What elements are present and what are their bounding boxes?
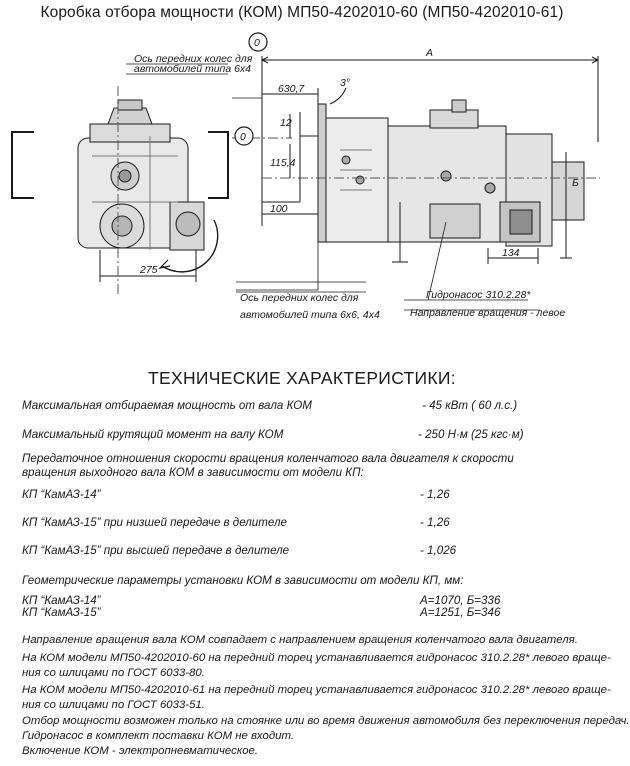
spec-torque-value: - 250 Н·м (25 кгс·м) <box>418 428 524 441</box>
spec-ratio-intro: Передаточное отношения скорости вращения… <box>22 452 514 479</box>
spec-kp15-low-value: - 1,26 <box>420 516 450 529</box>
note-line: ния со шлицами по ГОСТ 6033-80. <box>22 667 205 679</box>
zero-mark-top: 0 <box>254 37 260 49</box>
dim-b: Б <box>572 177 579 189</box>
spec-geom-kp15-label: КП “КамАЗ-15” <box>22 606 101 619</box>
note-line: Гидронасос в комплект поставки КОМ не вх… <box>22 730 294 742</box>
note-line: Включение КОМ - электропневматическое. <box>22 745 259 757</box>
axis-front-6x4-label-2: автомобилей типа 6х4 <box>134 63 251 75</box>
spec-geom-kp15-value: А=1251, Б=346 <box>420 606 501 619</box>
note-line: Направление вращения вала КОМ совпадает … <box>22 634 578 646</box>
dim-275: 275 <box>139 264 158 276</box>
spec-power-label: Максимальная отбираемая мощность от вала… <box>22 399 312 412</box>
drawing-svg: Ось передних колес для автомобилей типа … <box>11 32 600 321</box>
dim-115-4: 115,4 <box>270 157 296 169</box>
spec-kp15-high-value: - 1,026 <box>420 544 457 557</box>
spec-geom-kp14-label: КП “КамАЗ-14” <box>22 594 101 607</box>
axis-front-6x6-label-1: Ось передних колес для <box>240 292 359 304</box>
dim-a: А <box>425 47 433 59</box>
spec-kp14-label: КП “КамАЗ-14” <box>22 488 101 501</box>
note-line: ния со шлицами по ГОСТ 6033-51. <box>22 699 205 711</box>
dim-3-degrees: 3° <box>340 77 350 89</box>
axis-front-6x4-label-1: Ось передних колес для <box>134 53 253 65</box>
note-line: Отбор мощности возможен только на стоянк… <box>22 715 630 727</box>
pump-label: Гидронасос 310.2.28* <box>426 289 531 301</box>
spec-geom-intro: Геометрические параметры установки КОМ в… <box>22 574 464 587</box>
page-title: Коробка отбора мощности (КОМ) МП50-42020… <box>40 4 564 21</box>
technical-drawing: Ось передних колес для автомобилей типа … <box>0 26 604 344</box>
axis-front-6x6-label-2: автомобилей типа 6х6, 4х4 <box>240 309 380 321</box>
spec-power-value: - 45 кВт ( 60 л.с.) <box>422 399 518 412</box>
spec-kp14-value: - 1,26 <box>420 488 450 501</box>
dim-630-7: 630,7 <box>278 83 305 95</box>
spec-geom-kp14-value: А=1070, Б=336 <box>420 594 501 607</box>
dim-134: 134 <box>502 247 520 259</box>
rotation-label: Направление вращения - левое <box>410 307 565 319</box>
spec-torque-label: Максимальный крутящий момент на валу КОМ <box>22 428 284 441</box>
zero-mark-side: 0 <box>240 131 246 143</box>
note-line: На КОМ модели МП50-4202010-60 на передни… <box>22 652 611 664</box>
specs-heading: ТЕХНИЧЕСКИЕ ХАРАКТЕРИСТИКИ: <box>148 368 456 388</box>
note-line: На КОМ модели МП50-4202010-61 на передни… <box>22 684 611 696</box>
dim-12: 12 <box>280 117 292 129</box>
dim-100: 100 <box>270 203 288 215</box>
spec-kp15-high-label: КП “КамАЗ-15” при высшей передаче в дели… <box>22 544 290 557</box>
spec-kp15-low-label: КП “КамАЗ-15” при низшей передаче в дели… <box>22 516 287 529</box>
